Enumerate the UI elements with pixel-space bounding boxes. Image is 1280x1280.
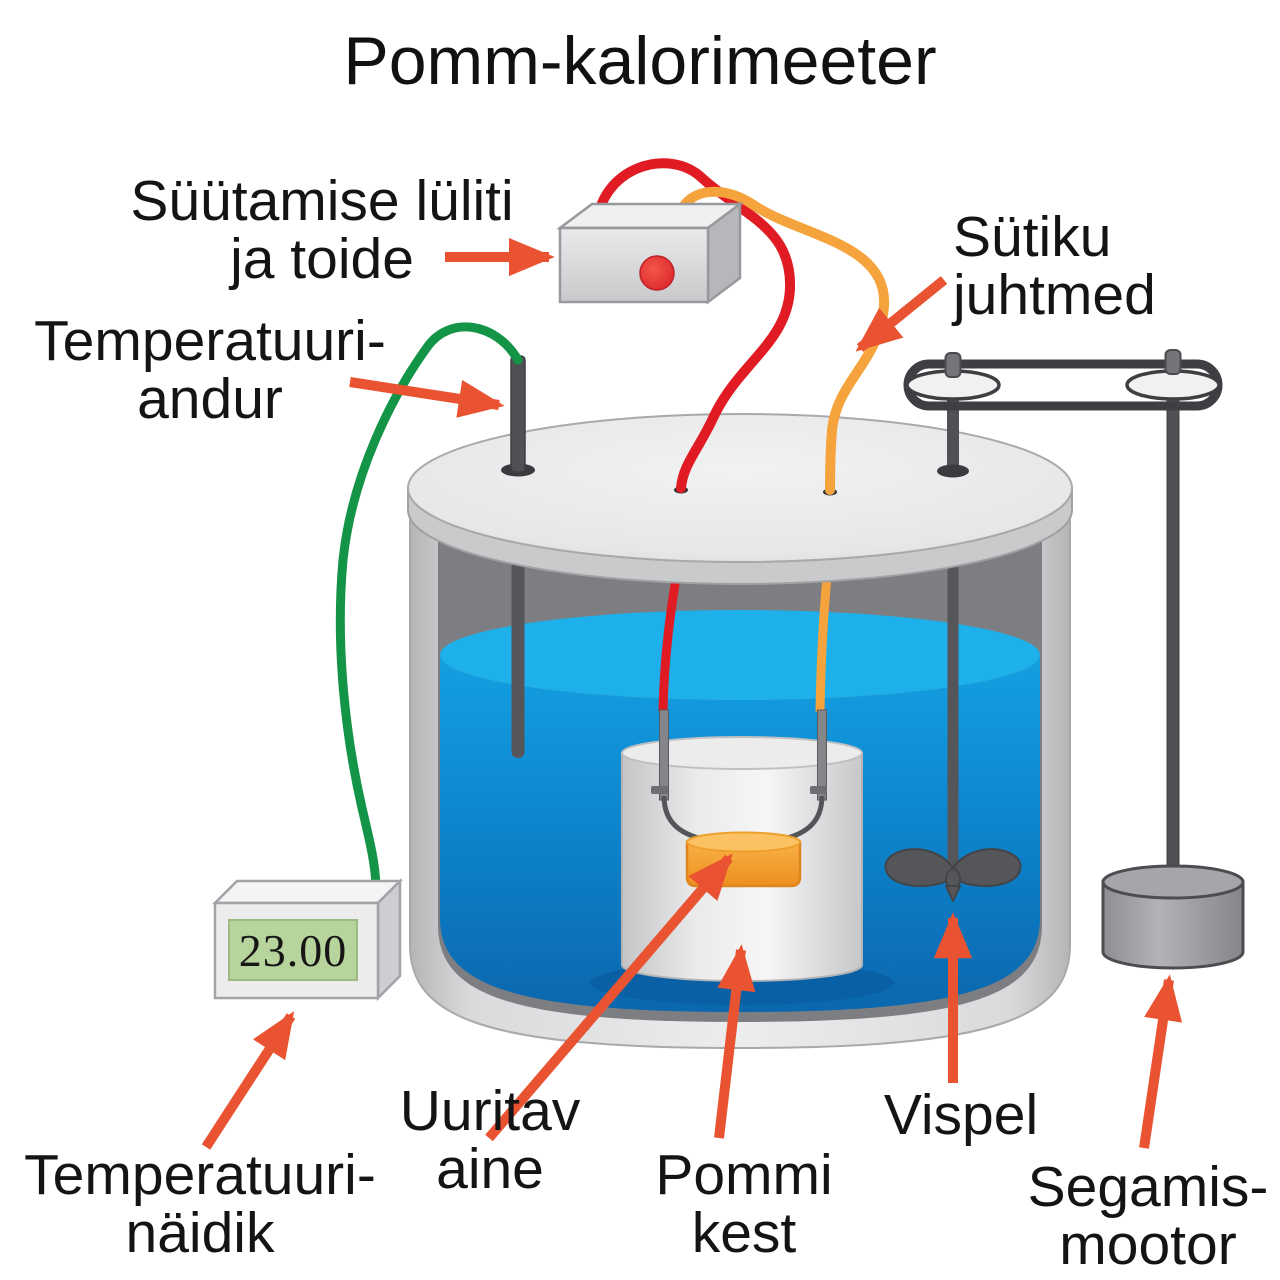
arrow-to-motor xyxy=(1139,974,1183,1149)
arrow-to-temperature-sensor xyxy=(349,377,505,418)
arrow-to-fuse-wires xyxy=(855,276,948,352)
page-title: Pomm-kalorimeeter xyxy=(343,23,937,99)
label-stirring-motor: Segamis- mootor xyxy=(1027,1155,1269,1277)
label-temperature-display: Temperatuuri- näidik xyxy=(24,1143,376,1265)
sensor-green-wire xyxy=(335,322,523,891)
stirring-motor xyxy=(1101,864,1245,970)
label-stirrer: Vispel xyxy=(883,1083,1039,1147)
arrow-to-bomb-shell xyxy=(714,944,756,1139)
vessel-lid xyxy=(407,413,1073,585)
red-ignition-wire xyxy=(592,158,796,493)
temperature-sensor-rod xyxy=(510,355,526,473)
label-ignition-switch: Süütamise lüliti ja toide xyxy=(130,169,514,291)
arrow-to-sample xyxy=(485,853,733,1142)
motor-shaft xyxy=(1166,389,1180,885)
arrow-to-temperature-display xyxy=(201,1011,296,1150)
temperature-display-box xyxy=(211,877,404,1002)
label-bomb-shell: Pommi kest xyxy=(655,1143,833,1265)
annotation-arrows xyxy=(201,237,1183,1150)
sample-cup xyxy=(685,831,802,888)
pulley-right xyxy=(1125,369,1221,401)
label-fuse-wires: Sütiku juhtmed xyxy=(953,205,1156,327)
orange-ignition-wire xyxy=(674,186,890,495)
ignition-switch-box xyxy=(556,201,744,305)
label-sample: Uuritav aine xyxy=(399,1079,581,1201)
temperature-readout: 23.00 xyxy=(238,924,348,976)
label-temperature-sensor: Temperatuuri- andur xyxy=(34,309,386,431)
stirrer-propeller xyxy=(884,848,1022,902)
water-surface xyxy=(440,610,1040,700)
stirring-drive xyxy=(903,349,1245,970)
ignition-button xyxy=(639,255,675,291)
display-screen xyxy=(228,919,358,981)
stirrer-shaft-interior xyxy=(947,468,959,880)
